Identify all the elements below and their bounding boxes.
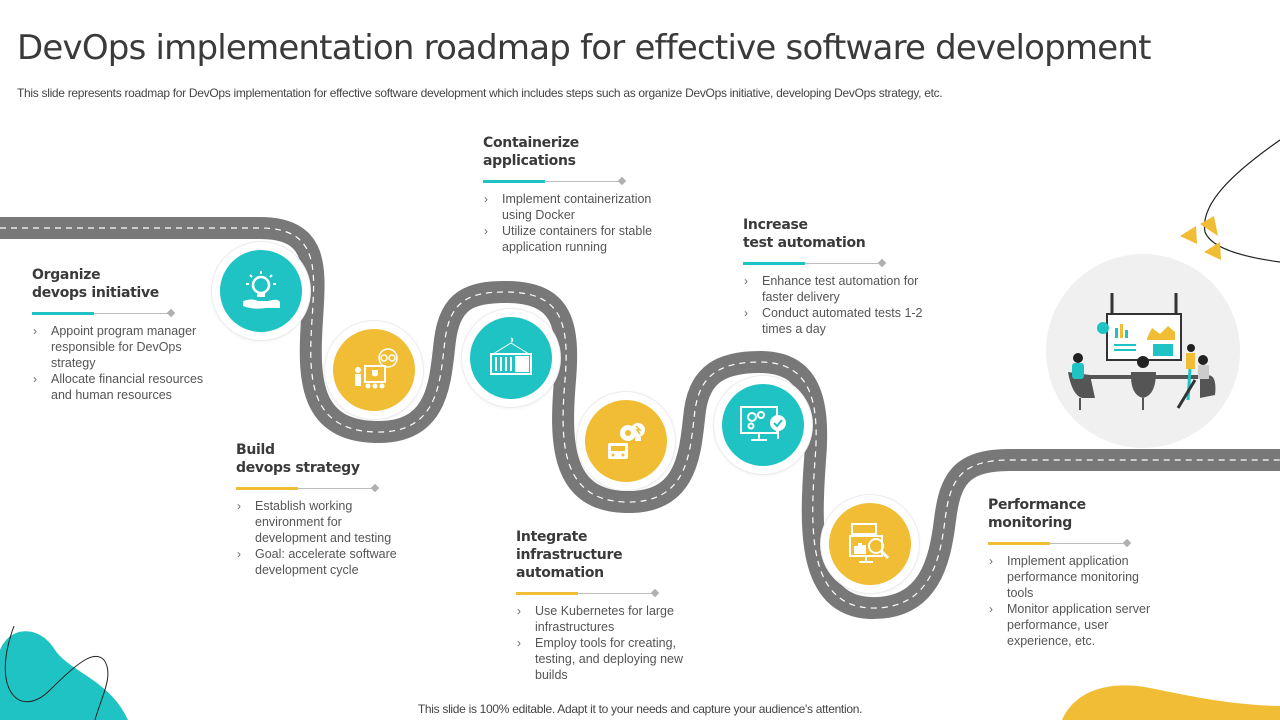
analytics-magnifier-icon <box>829 503 911 585</box>
bullet-item: Utilize containers for stable applicatio… <box>483 223 663 255</box>
yellow-triangle-1 <box>1180 226 1197 244</box>
bullet-item: Use Kubernetes for large infrastructures <box>516 603 701 635</box>
step-divider <box>988 538 1132 548</box>
step-bullets: Implement application performance monito… <box>988 553 1168 649</box>
bullet-item: Employ tools for creating, testing, and … <box>516 635 701 683</box>
step-divider <box>516 588 660 598</box>
step-5-node <box>714 376 812 474</box>
team-meeting-illustration <box>1046 254 1240 448</box>
lightbulb-plant-hand-icon <box>220 250 302 332</box>
step-2-node <box>325 321 423 419</box>
step-heading: Build devops strategy <box>236 442 360 476</box>
team-strategy-presentation-icon <box>333 329 415 411</box>
shipping-container-icon <box>470 317 552 399</box>
step-bullets: Use Kubernetes for large infrastructures… <box>516 603 701 683</box>
step-1-node <box>212 242 310 340</box>
step-heading: Integrate infrastructure automation <box>516 529 623 581</box>
bullet-item: Monitor application server performance, … <box>988 601 1168 649</box>
step-divider <box>743 258 887 268</box>
step-heading: Increase test automation <box>743 217 866 251</box>
step-heading: Organize devops initiative <box>32 267 160 301</box>
bullet-item: Implement containerization using Docker <box>483 191 663 223</box>
page-subtitle: This slide represents roadmap for DevOps… <box>17 86 943 100</box>
winding-road <box>0 217 1280 620</box>
step-bullets: Implement containerization using Docker … <box>483 191 663 255</box>
decorative-squiggle <box>4 625 109 720</box>
step-6-node <box>821 495 919 593</box>
step-4-node <box>577 392 675 490</box>
step-build-devops-strategy: Build devops strategy Establish working … <box>236 441 411 578</box>
step-integrate-infrastructure-automation: Integrate infrastructure automation Use … <box>516 528 701 683</box>
step-divider <box>236 483 380 493</box>
decorative-curve <box>1203 139 1280 263</box>
bullet-item: Implement application performance monito… <box>988 553 1168 601</box>
bullet-item: Appoint program manager responsible for … <box>32 323 212 371</box>
yellow-corner-blob <box>1062 685 1280 720</box>
bullet-item: Enhance test automation for faster deliv… <box>743 273 923 305</box>
step-3-node <box>462 309 560 407</box>
step-bullets: Enhance test automation for faster deliv… <box>743 273 923 337</box>
step-increase-test-automation: Increase test automation Enhance test au… <box>743 216 923 337</box>
bullet-item: Goal: accelerate software development cy… <box>236 546 411 578</box>
bullet-item: Conduct automated tests 1-2 times a day <box>743 305 923 337</box>
teal-corner-blob <box>0 631 128 720</box>
bullet-item: Establish working environment for develo… <box>236 498 411 546</box>
yellow-triangle-2 <box>1200 216 1218 236</box>
infrastructure-gear-bulb-icon <box>585 400 667 482</box>
footer-note: This slide is 100% editable. Adapt it to… <box>417 702 863 716</box>
step-heading: Performance monitoring <box>988 497 1086 531</box>
bullet-item: Allocate financial resources and human r… <box>32 371 212 403</box>
step-divider <box>483 176 627 186</box>
step-performance-monitoring: Performance monitoring Implement applica… <box>988 496 1168 649</box>
page-title: DevOps implementation roadmap for effect… <box>17 28 1151 68</box>
step-bullets: Establish working environment for develo… <box>236 498 411 578</box>
step-organize-devops-initiative: Organize devops initiative Appoint progr… <box>32 266 212 403</box>
step-divider <box>32 308 176 318</box>
step-containerize-applications: Containerize applications Implement cont… <box>483 134 663 255</box>
step-bullets: Appoint program manager responsible for … <box>32 323 212 403</box>
step-heading: Containerize applications <box>483 135 580 169</box>
monitor-gears-check-icon <box>722 384 804 466</box>
yellow-triangle-3 <box>1204 242 1221 260</box>
